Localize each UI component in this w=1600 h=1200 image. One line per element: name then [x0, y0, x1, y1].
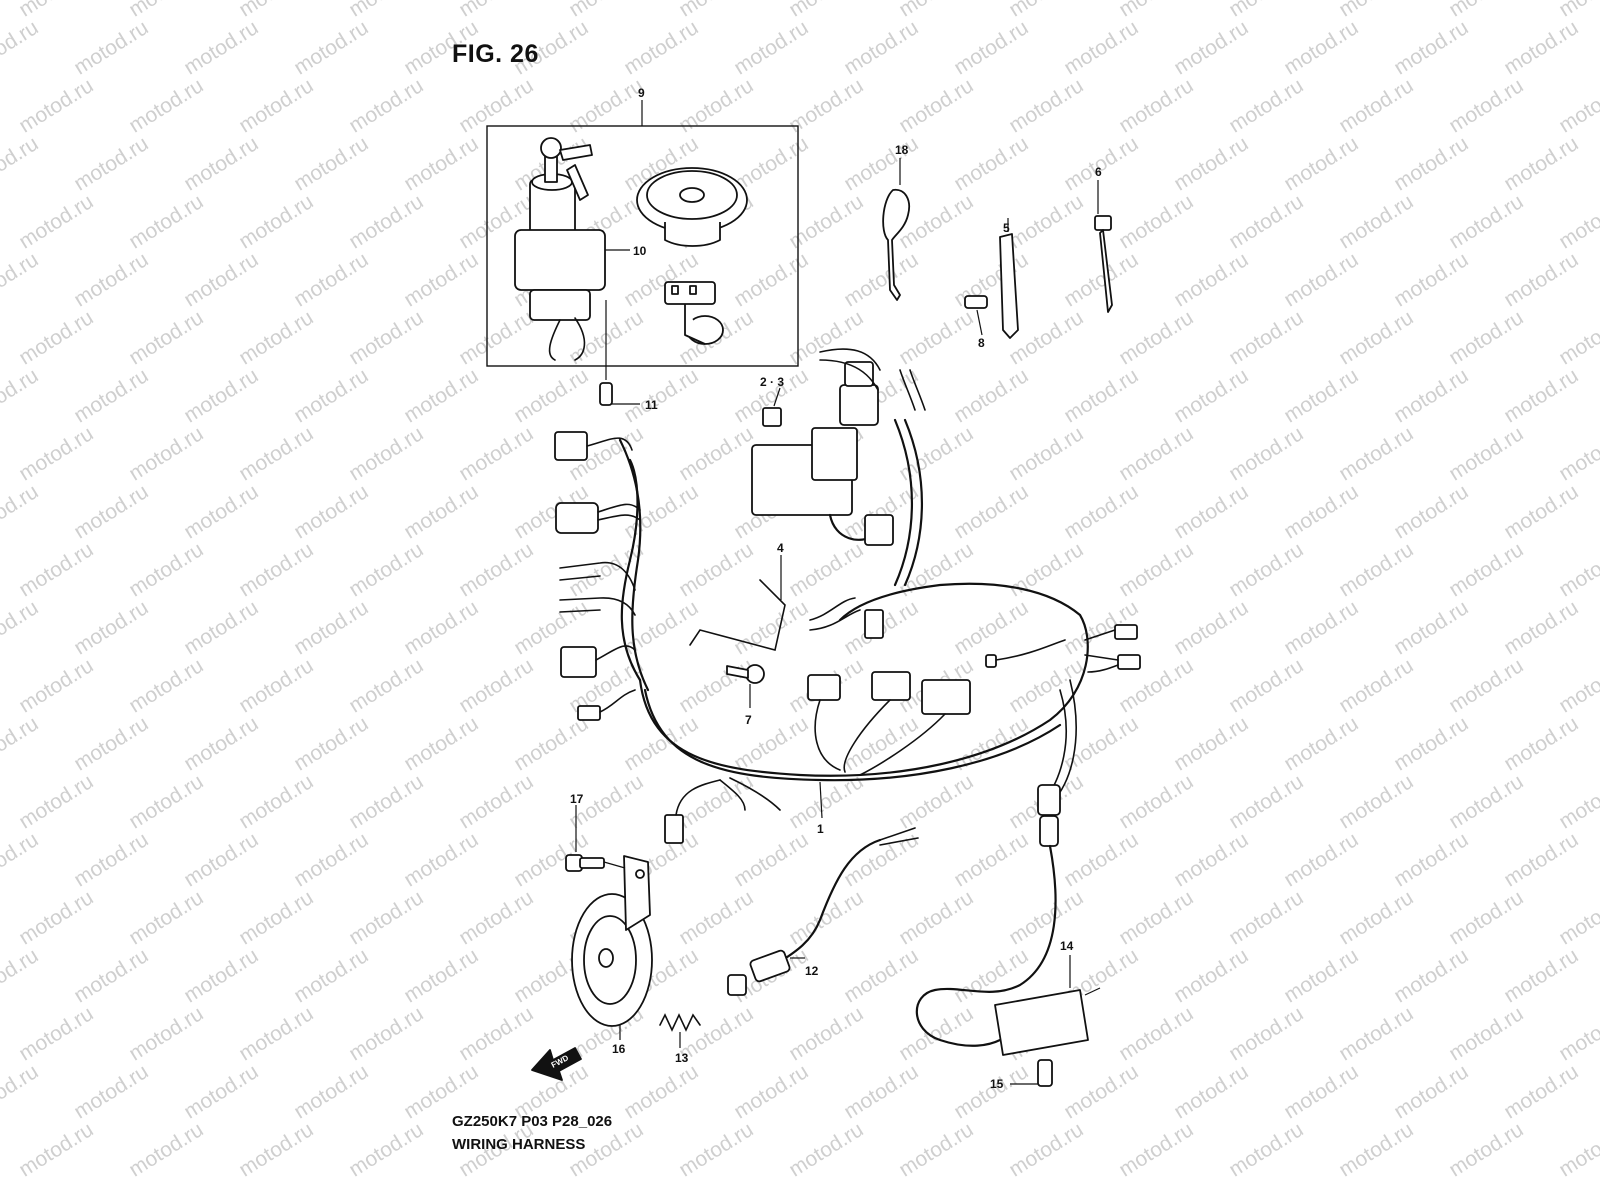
callout-8: 8 [978, 336, 985, 350]
bolt-15-part [1010, 1059, 1053, 1087]
diagram-caption: WIRING HARNESS [452, 1136, 586, 1153]
bolt-11-part [599, 300, 640, 406]
fuel-cap-lock-part [636, 167, 748, 247]
callout-15: 15 [990, 1077, 1004, 1091]
spring-part [659, 1013, 701, 1048]
side-stand-switch-part [727, 827, 919, 996]
lower-left-connectors [664, 777, 781, 844]
upper-harness-connectors [819, 348, 926, 546]
callout-16: 16 [612, 1042, 626, 1056]
callout-1: 1 [817, 822, 824, 836]
callout-18: 18 [895, 143, 909, 157]
left-harness-connectors [554, 431, 641, 721]
callout-14: 14 [1060, 939, 1074, 953]
callout-2-3: 2 · 3 [760, 375, 784, 389]
screw-8-part [964, 295, 988, 336]
callout-10: 10 [633, 244, 647, 258]
callout-12: 12 [805, 964, 819, 978]
callout-17: 17 [570, 792, 584, 806]
callout-13: 13 [675, 1051, 689, 1065]
center-harness-connectors [807, 597, 1066, 776]
cable-tie-part [1094, 180, 1113, 313]
model-code: GZ250K7 P03 P28_026 [452, 1113, 613, 1130]
callout-11: 11 [645, 398, 658, 412]
ignition-switch-part [514, 137, 630, 361]
callout-5: 5 [1003, 221, 1010, 235]
horn-part [571, 855, 653, 1040]
callout-7: 7 [745, 713, 752, 727]
screw-7-part [726, 664, 765, 708]
callout-4: 4 [777, 541, 784, 555]
figure-title: FIG. 26 [452, 40, 539, 68]
callout-9: 9 [638, 86, 645, 100]
bolt-17-part [565, 805, 626, 872]
tip-over-sensor-part [915, 784, 1101, 1056]
key-part [882, 158, 910, 301]
ground-wire-4-part [689, 555, 786, 651]
ignition-lock-set-box [486, 100, 799, 367]
right-harness-connectors [1084, 624, 1141, 673]
seat-lock-part [664, 281, 724, 345]
callout-6: 6 [1095, 165, 1102, 179]
clamp-5-part [999, 218, 1019, 339]
fwd-arrow: FWD [531, 1047, 582, 1081]
fuse-box-part [751, 387, 877, 541]
